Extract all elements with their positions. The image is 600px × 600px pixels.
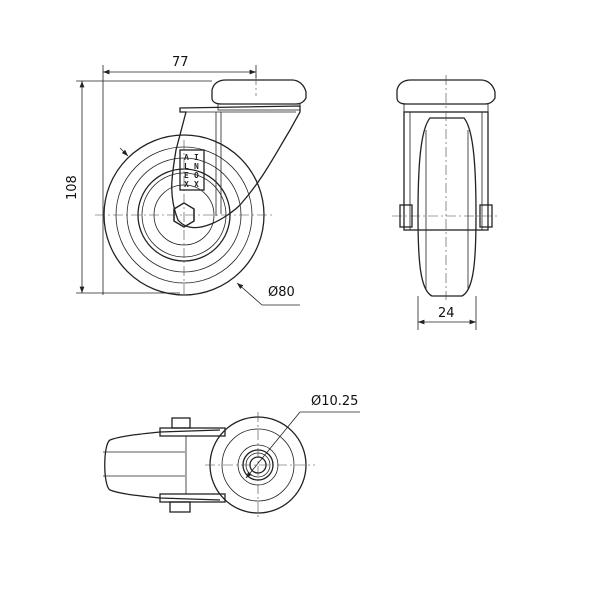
label-letter: E	[184, 171, 189, 180]
dimension-bore-diameter: Ø10.25	[245, 394, 360, 479]
wheel-width-text: 24	[438, 306, 455, 321]
dimension-wheel-width: 24	[417, 296, 477, 330]
label-letter: L	[184, 162, 189, 171]
dimension-height: 108	[65, 80, 212, 294]
wheel-diameter-text: Ø80	[268, 285, 295, 300]
side-view: 24	[392, 75, 500, 330]
side-wheel	[417, 117, 477, 297]
dimension-width: 77	[102, 55, 257, 295]
swivel-bracket	[171, 105, 301, 229]
bolt-head-bottom	[169, 501, 191, 513]
bottom-bracket	[104, 429, 221, 501]
bottom-view: Ø10.25	[103, 394, 360, 518]
dimension-wheel-diameter: Ø80	[119, 147, 300, 306]
label-letter: O	[194, 171, 199, 180]
height-dimension-text: 108	[65, 175, 80, 200]
label-letter: X	[184, 180, 189, 189]
side-cap	[396, 79, 496, 105]
label-letter: A	[184, 153, 189, 162]
bore-diameter-text: Ø10.25	[311, 394, 358, 409]
bolt-head-top	[171, 417, 191, 429]
mounting-cap	[211, 79, 307, 111]
label-letter: I	[194, 153, 199, 162]
label-letter: N	[194, 162, 199, 171]
front-view: A L E X I N O X 77 108	[65, 55, 307, 306]
width-dimension-text: 77	[172, 55, 189, 70]
center-lines	[95, 75, 275, 295]
label-letter: X	[194, 180, 199, 189]
brand-label: A L E X I N O X	[179, 149, 205, 191]
